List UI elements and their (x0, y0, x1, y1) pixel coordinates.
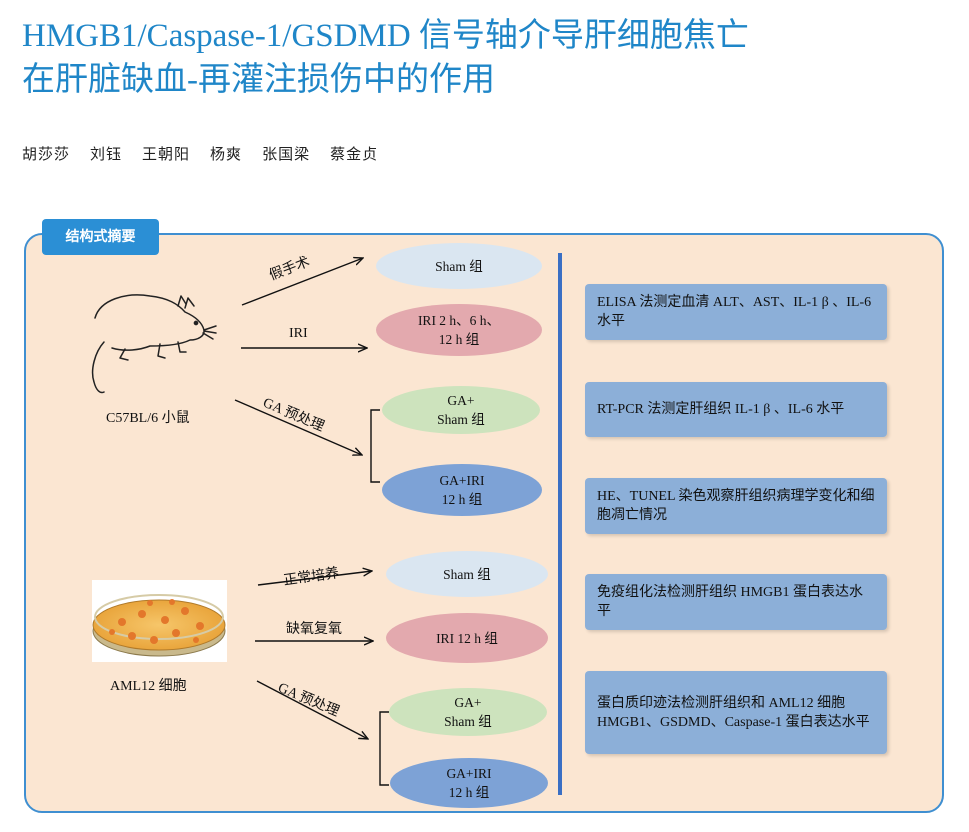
title-line-1: HMGB1/Caspase-1/GSDMD 信号轴介导肝细胞焦亡 (22, 18, 749, 54)
group-label: GA+ Sham 组 (444, 695, 492, 729)
group-label: GA+IRI 12 h 组 (446, 766, 492, 800)
bracket-cell-ga (379, 711, 389, 786)
group-ellipse-sham: Sham 组 (376, 243, 542, 289)
method-text: 免疫组化法检测肝组织 HMGB1 蛋白表达水平 (597, 585, 864, 619)
author-name: 张国梁 (262, 145, 311, 163)
method-text: HE、TUNEL 染色观察肝组织病理学变化和细胞凋亡情况 (597, 489, 875, 523)
group-label: Sham 组 (435, 258, 483, 274)
method-box-western-blot: 蛋白质印迹法检测肝组织和 AML12 细胞 HMGB1、GSDMD、Caspas… (585, 671, 887, 754)
article-title: HMGB1/Caspase-1/GSDMD 信号轴介导肝细胞焦亡 在肝脏缺血-再… (22, 14, 952, 102)
group-ellipse-sham: Sham 组 (386, 551, 548, 597)
arrow-mouse-sham (241, 258, 363, 306)
subject-label-mouse: C57BL/6 小鼠 (106, 411, 190, 426)
group-ellipse-ga-iri: GA+IRI 12 h 组 (390, 758, 548, 808)
panel-tag: 结构式摘要 (42, 219, 159, 255)
group-ellipse-ga-iri: GA+IRI 12 h 组 (382, 464, 542, 516)
subject-label-cell: AML12 细胞 (110, 679, 187, 694)
group-label: IRI 12 h 组 (436, 630, 498, 646)
method-text: 蛋白质印迹法检测肝组织和 AML12 细胞 HMGB1、GSDMD、Caspas… (597, 695, 870, 730)
method-box-rt-pcr: RT-PCR 法测定肝组织 IL-1 β 、IL-6 水平 (585, 382, 887, 437)
arrow-mouse-ga (234, 399, 362, 455)
method-text: ELISA 法测定血清 ALT、AST、IL-1 β 、IL-6 水平 (597, 295, 872, 329)
title-line-2: 在肝脏缺血-再灌注损伤中的作用 (22, 62, 495, 98)
group-ellipse-iri: IRI 2 h、6 h、 12 h 组 (376, 304, 542, 356)
arrow-label-iri: IRI (289, 326, 308, 341)
group-label: GA+ Sham 组 (437, 393, 485, 427)
author-list: 胡莎莎 刘钰 王朝阳 杨爽 张国梁 蔡金贞 (22, 143, 378, 164)
method-box-elisa: ELISA 法测定血清 ALT、AST、IL-1 β 、IL-6 水平 (585, 284, 887, 340)
group-label: GA+IRI 12 h 组 (439, 473, 485, 507)
method-box-ihc: 免疫组化法检测肝组织 HMGB1 蛋白表达水平 (585, 574, 887, 630)
bracket-mouse-ga (370, 409, 380, 483)
method-box-he-tunel: HE、TUNEL 染色观察肝组织病理学变化和细胞凋亡情况 (585, 478, 887, 534)
petri-dish-icon (92, 580, 227, 662)
author-name: 刘钰 (90, 145, 123, 163)
arrow-label-hypoxia-reoxygenation: 缺氧复氧 (286, 622, 342, 637)
group-ellipse-ga-sham: GA+ Sham 组 (389, 688, 547, 736)
method-text: RT-PCR 法测定肝组织 IL-1 β 、IL-6 水平 (597, 402, 845, 417)
arrow-cell-sham (257, 571, 372, 586)
group-label: IRI 2 h、6 h、 12 h 组 (417, 313, 501, 347)
group-ellipse-ga-sham: GA+ Sham 组 (382, 386, 540, 434)
group-ellipse-iri: IRI 12 h 组 (386, 613, 548, 663)
mouse-icon (91, 294, 217, 394)
author-name: 蔡金贞 (330, 145, 379, 163)
arrow-cell-ga (256, 680, 368, 739)
group-label: Sham 组 (443, 566, 491, 582)
author-name: 杨爽 (210, 145, 243, 163)
author-name: 王朝阳 (142, 145, 191, 163)
author-name: 胡莎莎 (22, 145, 71, 163)
